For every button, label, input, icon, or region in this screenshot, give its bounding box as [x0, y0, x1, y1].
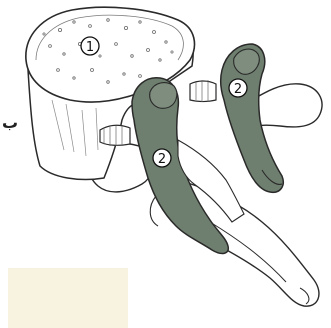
callout-arch-upper: 2: [229, 79, 247, 97]
paper-stain: [8, 268, 128, 328]
callout-body-label: 1: [86, 40, 94, 55]
callout-arch-lower-label: 2: [158, 152, 166, 167]
side-mark: ب: [2, 113, 18, 132]
callout-arch-lower: 2: [153, 149, 171, 167]
callout-body: 1: [81, 37, 99, 55]
callout-arch-upper-label: 2: [234, 82, 242, 97]
pedicle-right: [190, 81, 216, 102]
facet-left-superior: [150, 83, 177, 109]
pedicle-left: [100, 125, 130, 145]
